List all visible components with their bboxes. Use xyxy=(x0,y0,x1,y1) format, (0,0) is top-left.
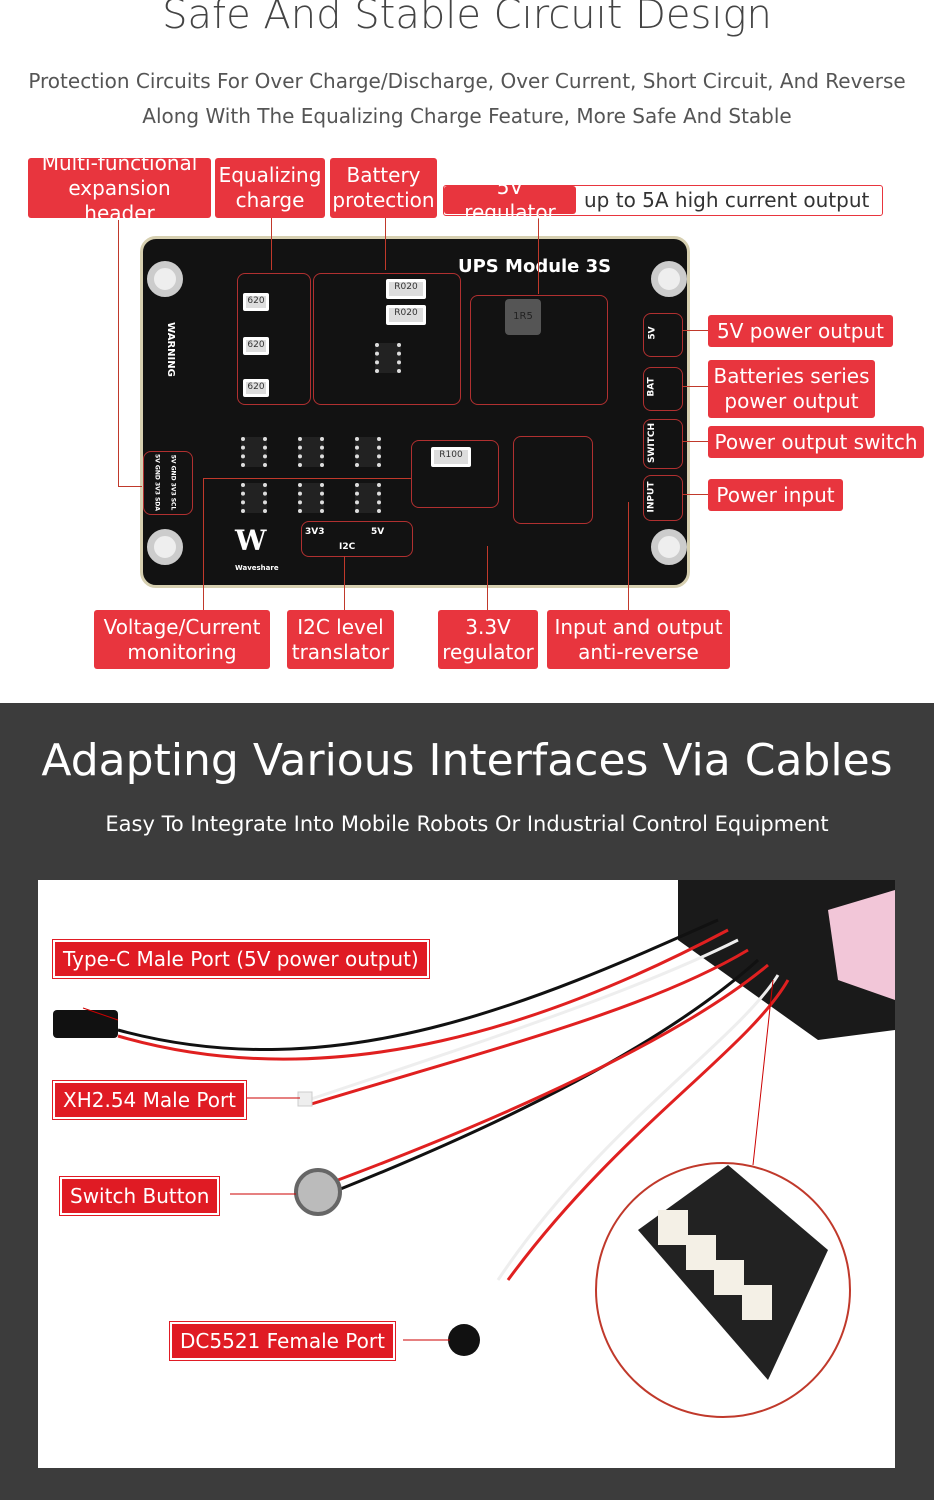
label-anti-reverse: Input and output anti-reverse xyxy=(547,610,730,669)
label-xh254-port: XH2.54 Male Port xyxy=(51,1080,248,1120)
typec-connector xyxy=(53,1010,118,1038)
leader-line xyxy=(118,486,142,487)
leader-line xyxy=(752,979,774,1166)
protection-area xyxy=(313,273,461,405)
mount-hole xyxy=(651,261,687,297)
resistor: R020 xyxy=(386,279,426,299)
ic-chip xyxy=(241,483,267,513)
silk-i2c: I2C xyxy=(339,542,356,552)
cable-wire xyxy=(337,963,769,1182)
label-expansion-header: Multi-functional expansion header xyxy=(28,151,211,225)
label-switch-button: Switch Button xyxy=(58,1176,221,1216)
ic-chip xyxy=(298,437,324,467)
label-batteries-series: Batteries series power output xyxy=(708,360,875,418)
resistor: R020 xyxy=(386,305,426,325)
label-power-input: Power input xyxy=(708,479,843,511)
warning-text: WARNING xyxy=(164,322,176,377)
cable-wire xyxy=(307,948,749,1107)
ic-chip xyxy=(355,483,381,513)
cables-image: Type-C Male Port (5V power output) XH2.5… xyxy=(38,880,895,1468)
leader-line xyxy=(682,386,708,387)
inset-connector xyxy=(742,1285,772,1320)
label-5v-regulator: 5V regulator xyxy=(444,175,576,224)
leader-line xyxy=(487,546,488,610)
header-pins-1: 5V GND 3V3 SDA xyxy=(153,454,161,511)
leader-line xyxy=(203,478,411,479)
label-power-output-switch: Power output switch xyxy=(708,426,924,458)
port-switch: SWITCH xyxy=(643,419,683,469)
regulator-area xyxy=(470,295,608,405)
section-title: Safe And Stable Circuit Design xyxy=(162,0,772,38)
expansion-header xyxy=(143,451,193,515)
label-typec-port: Type-C Male Port (5V power output) xyxy=(52,939,430,979)
leader-line xyxy=(682,330,708,331)
ups-board-image: UPS Module 3S WARNING 620 620 620 R020 R… xyxy=(140,236,690,588)
mount-hole xyxy=(147,261,183,297)
section2-title: Adapting Various Interfaces Via Cables xyxy=(41,735,893,786)
leader-line xyxy=(203,478,204,610)
brand-text: Waveshare xyxy=(235,564,279,572)
resistor: 620 xyxy=(243,379,269,397)
resistor: R100 xyxy=(431,447,471,467)
silk-5v: 5V xyxy=(371,527,385,537)
label-i2c-translator: I2C level translator xyxy=(287,610,394,669)
cables-illustration xyxy=(53,880,895,1418)
monitor-area xyxy=(411,440,499,508)
port-input: INPUT xyxy=(643,475,683,521)
label-voltage-current: Voltage/Current monitoring xyxy=(94,610,270,669)
inset-connector xyxy=(658,1210,688,1245)
resistor: 620 xyxy=(243,337,269,355)
battery-pack xyxy=(828,890,895,1000)
port-bat: BAT xyxy=(643,367,683,411)
ic-chip xyxy=(298,483,324,513)
label-5v-power-output: 5V power output xyxy=(708,315,893,347)
equalizing-area xyxy=(237,273,311,405)
label-battery-protection: Battery protection xyxy=(330,158,437,218)
ic-chip xyxy=(355,437,381,467)
label-5v-regulator-group: 5V regulator up to 5A high current outpu… xyxy=(443,175,883,224)
label-dc5521-port: DC5521 Female Port xyxy=(169,1321,396,1361)
cable-wire xyxy=(307,938,739,1102)
dc-jack xyxy=(448,1324,480,1356)
inductor: 1R5 xyxy=(505,299,541,335)
leader-line xyxy=(344,556,345,610)
leader-line xyxy=(628,502,629,610)
leader-line xyxy=(118,218,119,486)
section-subtitle-2: Along With The Equalizing Charge Feature… xyxy=(142,104,792,128)
switch-button xyxy=(294,1168,342,1216)
leader-line xyxy=(538,212,539,294)
resistor: 620 xyxy=(243,293,269,311)
i2c-area xyxy=(301,521,413,557)
silk-3v3: 3V3 xyxy=(305,527,325,537)
leader-line xyxy=(271,218,272,270)
waveshare-logo: W xyxy=(235,524,267,557)
section-subtitle-1: Protection Circuits For Over Charge/Disc… xyxy=(28,69,906,93)
cable-wire xyxy=(506,979,790,1281)
mount-hole xyxy=(147,529,183,565)
ic-chip xyxy=(375,343,401,373)
anti-reverse-area xyxy=(513,436,593,524)
mount-hole xyxy=(651,529,687,565)
inset-connector xyxy=(686,1235,716,1270)
port-5v: 5V xyxy=(643,313,683,357)
ic-chip xyxy=(241,437,267,467)
label-33v-regulator: 3.3V regulator xyxy=(438,610,538,669)
board-name: UPS Module 3S xyxy=(458,256,612,277)
xh-connector xyxy=(297,1091,313,1107)
leader-line xyxy=(682,441,708,442)
cable-wire xyxy=(117,928,729,1061)
leader-line xyxy=(82,1007,119,1021)
cable-wire xyxy=(337,958,760,1192)
label-equalizing-charge: Equalizing charge xyxy=(215,158,325,218)
inset-connector xyxy=(714,1260,744,1295)
leader-line xyxy=(385,218,386,270)
cable-wire xyxy=(496,974,780,1281)
leader-line xyxy=(682,494,708,495)
header-pins-2: 5V GND 3V3 SCL xyxy=(169,454,177,511)
label-5v-regulator-note: up to 5A high current output xyxy=(584,188,870,212)
cable-wire xyxy=(117,918,719,1052)
section2-subtitle: Easy To Integrate Into Mobile Robots Or … xyxy=(105,812,829,836)
